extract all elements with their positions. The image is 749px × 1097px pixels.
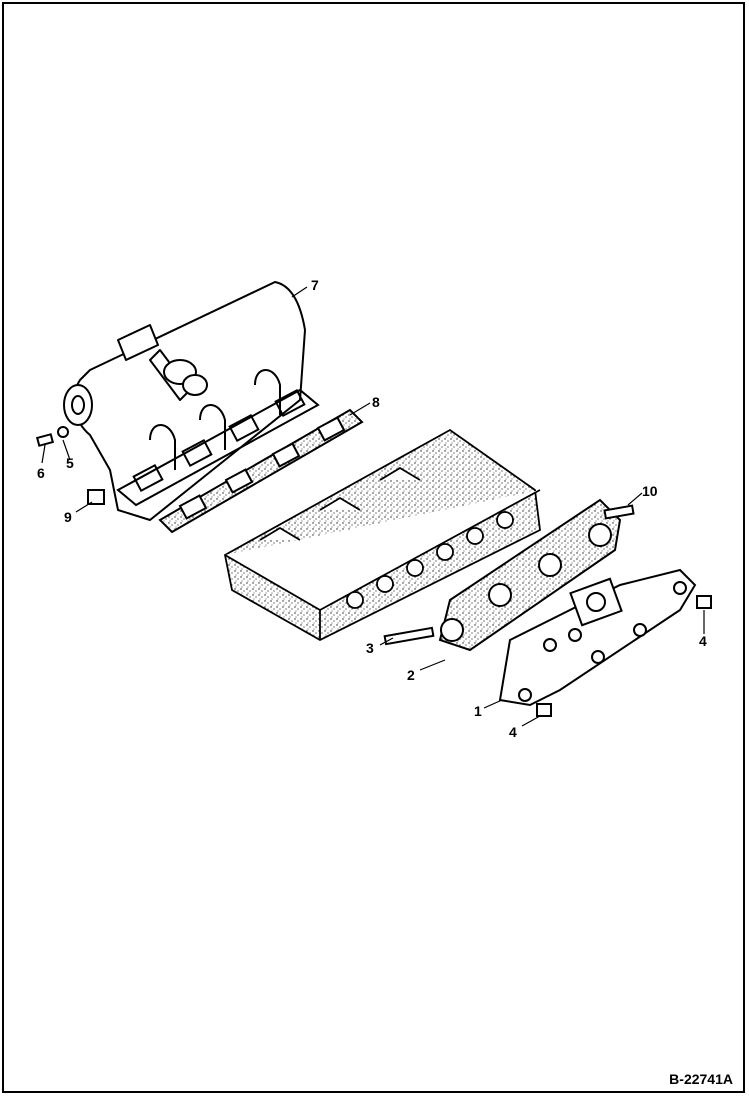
intake-flange (116, 388, 320, 507)
callout-1: 1 (474, 703, 482, 719)
stud-10 (603, 504, 635, 520)
leader-lines (41, 286, 705, 727)
bolt-9 (87, 489, 105, 505)
fitting-6 (35, 433, 55, 447)
washer-5 (57, 426, 69, 438)
callout-5: 5 (66, 455, 74, 471)
stud-3 (383, 626, 435, 646)
cylinder-head (223, 428, 541, 642)
callout-4-right: 4 (699, 633, 707, 649)
callout-3: 3 (366, 640, 374, 656)
callout-6: 6 (37, 465, 45, 481)
intake-gasket (158, 408, 364, 534)
callout-9: 9 (64, 509, 72, 525)
callout-7: 7 (311, 277, 319, 293)
callout-8: 8 (372, 394, 380, 410)
nut-4-bottom (536, 703, 552, 717)
intake-manifold (63, 281, 306, 521)
exhaust-manifold (498, 568, 697, 707)
callout-10: 10 (642, 483, 658, 499)
nut-4-right (696, 595, 712, 609)
callout-4-bottom: 4 (509, 724, 517, 740)
callout-2: 2 (407, 667, 415, 683)
exhaust-gasket (438, 498, 622, 652)
document-id: B-22741A (669, 1071, 733, 1087)
